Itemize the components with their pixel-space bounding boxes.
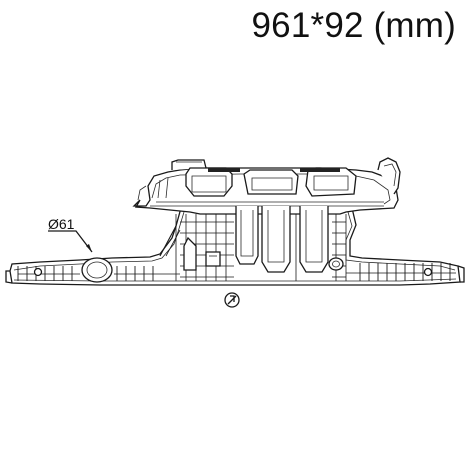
dimension-title: 961*92 (mm) — [251, 6, 456, 45]
rib-line — [159, 225, 177, 257]
mounting-hole — [81, 257, 113, 283]
radiator-bottom-frame — [5, 207, 465, 286]
radiator-upper-tank — [132, 157, 401, 215]
end-pins — [33, 267, 433, 277]
bottom-marker-symbol — [224, 292, 240, 308]
rib-line — [165, 229, 181, 257]
diameter-callout: Ø61 — [48, 216, 93, 253]
callout-label: Ø61 — [48, 216, 75, 232]
tank-outlet-bulges — [183, 206, 329, 273]
right-bracket-hole — [328, 257, 344, 271]
